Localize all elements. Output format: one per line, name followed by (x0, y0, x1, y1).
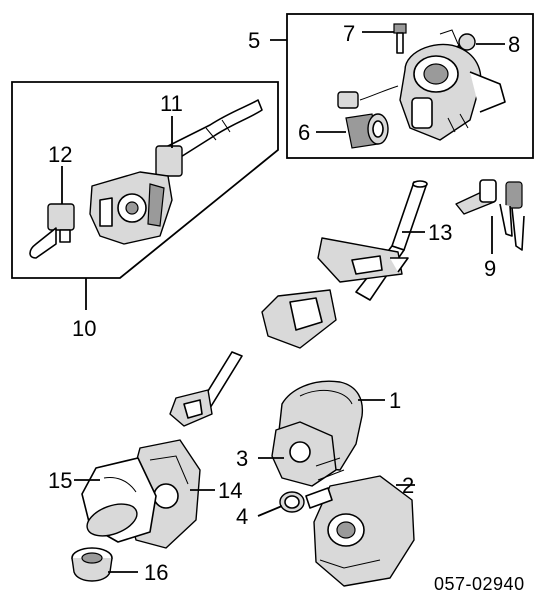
callout-12: 12 (48, 142, 72, 167)
part-16-grommet (71, 547, 113, 582)
part-6-key-cylinder (345, 113, 389, 149)
callout-11: 11 (160, 91, 183, 116)
diagram-code: 057-02940 (434, 574, 525, 594)
callout-2: 2 (402, 473, 414, 498)
callout-15: 15 (48, 468, 72, 493)
part-3-column-bracket (271, 421, 345, 487)
callout-7: 7 (343, 21, 355, 46)
callout-14: 14 (218, 478, 242, 503)
callout-4: 4 (236, 504, 248, 529)
part-12-turn-signal-switch (29, 203, 75, 259)
callout-10: 10 (72, 316, 96, 341)
callout-13: 13 (428, 220, 452, 245)
part-4-ring (279, 491, 305, 513)
leader-lines (61, 31, 505, 573)
part-2-lower-column-cover (305, 475, 415, 587)
part-5-ignition-lock-housing (337, 29, 506, 141)
part-11-wiper-switch (155, 99, 263, 177)
callout-labels: 5 7 8 6 11 12 13 9 10 1 3 2 4 15 14 16 (48, 21, 520, 585)
part-7-bolt (393, 23, 407, 54)
combination-switch-group-box (11, 81, 279, 279)
part-9-key-set (455, 179, 525, 251)
part-15-column-boot (81, 457, 157, 543)
callout-6: 6 (298, 120, 310, 145)
combination-switch-body (89, 171, 173, 245)
ignition-switch-group-box (286, 13, 534, 159)
callout-8: 8 (508, 32, 520, 57)
callout-9: 9 (484, 256, 496, 281)
part-13-steering-column (169, 180, 428, 427)
callout-1: 1 (389, 388, 401, 413)
callout-3: 3 (236, 446, 248, 471)
callout-16: 16 (144, 560, 168, 585)
callout-5: 5 (248, 28, 260, 53)
